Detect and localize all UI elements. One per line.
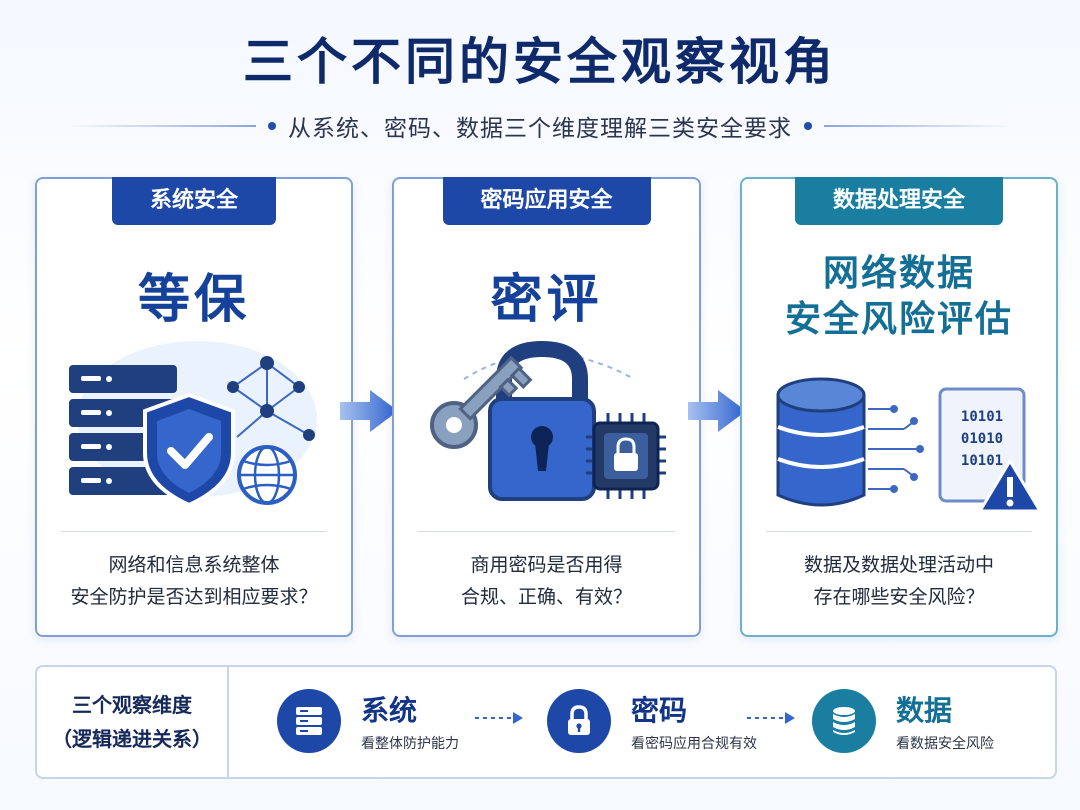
card-divider (766, 531, 1032, 532)
dimension-system: 系统 看整体防护能力 (277, 685, 497, 759)
server-shield-network-icon (69, 341, 317, 508)
dimensions-label-line: 三个观察维度 (72, 693, 192, 717)
flow-arrow-icon (340, 390, 398, 432)
subtitle-row: 从系统、密码、数据三个维度理解三类安全要求 (40, 108, 1040, 144)
flow-arrow-icon (688, 390, 746, 432)
card-main-term: 网络数据 安全风险评估 (742, 251, 1056, 343)
database-icon (812, 689, 876, 753)
card-tag: 数据处理安全 (794, 177, 1004, 225)
subtitle-right-dot (804, 122, 812, 130)
dimensions-bar: 三个观察维度 （逻辑递进关系） 系统 看整体防护能力 密码 (35, 665, 1057, 779)
binary-line: 01010 (961, 431, 1003, 447)
card-main-term-line: 网络数据 (822, 253, 975, 294)
dimension-name: 密码 (631, 694, 688, 727)
card-description: 商用密码是否用得 合规、正确、有效？ (394, 549, 699, 613)
dashed-arrow-icon (475, 712, 523, 724)
server-icon (277, 689, 341, 753)
card-description-line: 安全防护是否达到相应要求？ (70, 586, 318, 608)
subtitle-left-dot (268, 122, 276, 130)
card-divider (61, 531, 327, 532)
dimension-note: 看整体防护能力 (361, 736, 459, 752)
card-description-line: 数据及数据处理活动中 (803, 554, 994, 576)
dashed-arrow-icon (747, 712, 795, 724)
card-main-term-line: 安全风险评估 (784, 299, 1013, 340)
dimension-name: 数据 (896, 694, 953, 727)
page-title: 三个不同的安全观察视角 (243, 33, 837, 91)
page-subtitle: 从系统、密码、数据三个维度理解三类安全要求 (288, 116, 792, 142)
card-description: 网络和信息系统整体 安全防护是否达到相应要求？ (37, 549, 351, 613)
card-system-security: 系统安全 等保 (35, 177, 353, 637)
dimension-data: 数据 看数据安全风险 (812, 685, 1032, 759)
card-description: 数据及数据处理活动中 存在哪些安全风险？ (742, 549, 1056, 613)
database-binary-warning-icon: 10101 01010 10101 (776, 377, 1042, 513)
card-crypto-security: 密码应用安全 密评 商用密码是否用得 合规、正确、有效？ (392, 177, 701, 637)
card-data-security: 数据处理安全 网络数据 安全风险评估 10101 01010 10101 数据及… (740, 177, 1058, 637)
subtitle-left-line (66, 125, 256, 127)
card-description-line: 存在哪些安全风险？ (813, 586, 985, 608)
card-description-line: 合规、正确、有效？ (460, 586, 632, 608)
lock-key-chip-icon (430, 340, 666, 501)
card-tag: 密码应用安全 (442, 177, 651, 225)
binary-line: 10101 (961, 409, 1003, 425)
dimension-note: 看数据安全风险 (896, 736, 994, 752)
card-description-line: 网络和信息系统整体 (108, 554, 280, 576)
dimensions-label: 三个观察维度 （逻辑递进关系） (37, 667, 229, 777)
card-tag: 系统安全 (111, 177, 277, 225)
dimension-name: 系统 (361, 694, 418, 727)
dimension-note: 看密码应用合规有效 (631, 736, 757, 752)
card-main-term: 密评 (490, 270, 603, 330)
card-main-term: 等保 (137, 270, 250, 330)
binary-line: 10101 (961, 453, 1003, 469)
lock-icon (547, 689, 611, 753)
card-divider (418, 531, 675, 532)
dimension-crypto: 密码 看密码应用合规有效 (547, 685, 767, 759)
card-description-line: 商用密码是否用得 (470, 554, 623, 576)
dimensions-label-line: （逻辑递进关系） (52, 727, 212, 751)
subtitle-right-line (824, 125, 1014, 127)
